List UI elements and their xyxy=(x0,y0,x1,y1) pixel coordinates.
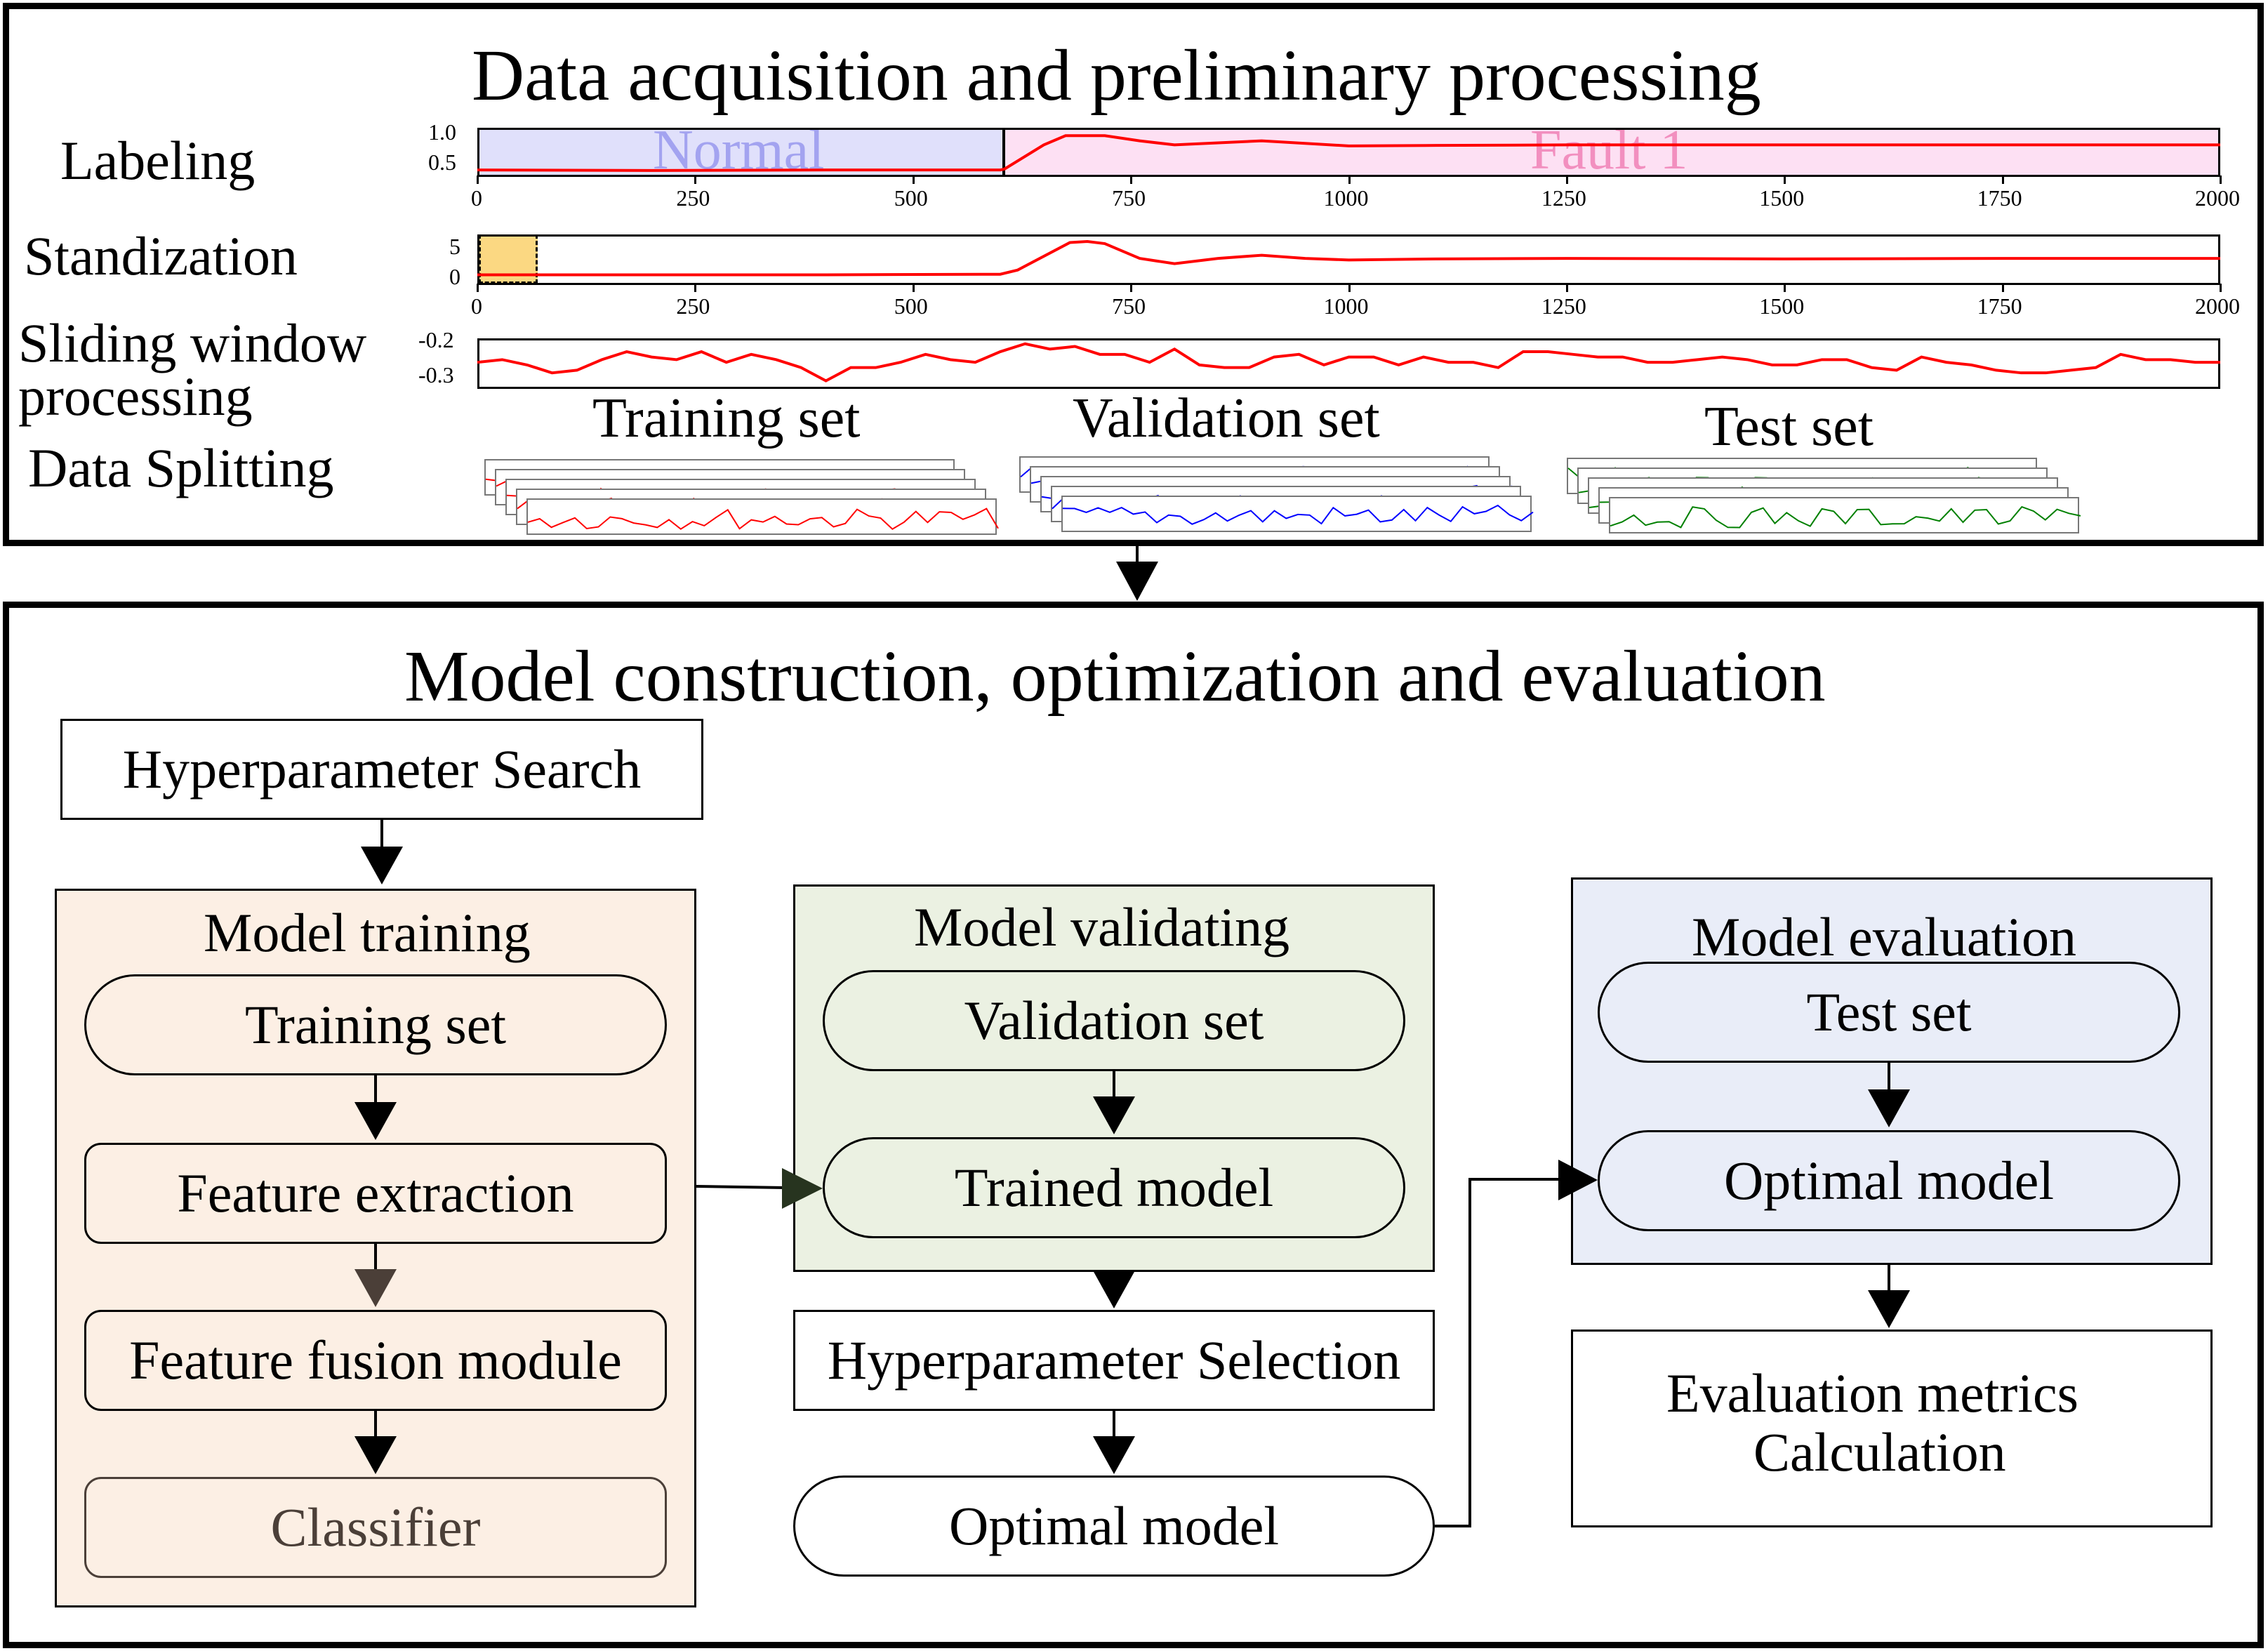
standization-xtick-label: 0 xyxy=(471,293,482,319)
labeling-xtick-mark xyxy=(477,175,479,184)
test-window-curve xyxy=(1610,505,2081,529)
test-set-pill: Test set xyxy=(1598,962,2180,1063)
row-label-sliding-line2: processing xyxy=(18,366,253,427)
training-window xyxy=(526,498,999,535)
model-training-title: Model training xyxy=(204,902,531,963)
standization-xtick-label: 1500 xyxy=(1759,293,1805,319)
top-panel-title: Data acquisition and preliminary process… xyxy=(472,35,1761,116)
validation-window-curve xyxy=(1062,504,1534,525)
feature-fusion-pill: Feature fusion module xyxy=(84,1310,667,1411)
standization-xtick-label: 750 xyxy=(1112,293,1146,319)
row-label-standization: Standization xyxy=(24,225,298,286)
labeling-xtick-mark xyxy=(912,175,915,184)
sliding-ytick-0: -0.3 xyxy=(418,362,454,387)
standization-xtick-label: 1750 xyxy=(1977,293,2022,319)
region-divider xyxy=(1002,128,1005,177)
classifier-pill: Classifier xyxy=(84,1477,667,1578)
model-validating-title: Model validating xyxy=(914,896,1290,957)
evaluation-metrics-box xyxy=(1571,1330,2213,1527)
standization-xtick-label: 500 xyxy=(894,293,928,319)
test-window xyxy=(1609,497,2081,533)
feature-extraction-pill: Feature extraction xyxy=(84,1143,667,1244)
standization-xtick-label: 250 xyxy=(676,293,710,319)
standization-xtick-label: 1250 xyxy=(1541,293,1586,319)
labeling-ytick-0: 0.5 xyxy=(428,150,456,175)
labeling-xtick-mark xyxy=(694,175,697,184)
bottom-panel-title: Model construction, optimization and eva… xyxy=(404,636,1826,717)
metrics-line2: Calculation xyxy=(1753,1421,2006,1483)
labeling-xtick-label: 2000 xyxy=(2195,185,2240,211)
labeling-xtick-mark xyxy=(1348,175,1351,184)
labeling-xtick-label: 0 xyxy=(471,185,482,211)
validation-set-pill: Validation set xyxy=(823,970,1405,1071)
labeling-xtick-label: 1500 xyxy=(1759,185,1805,211)
labeling-xtick-label: 1250 xyxy=(1541,185,1586,211)
hyperparameter-search-box: Hyperparameter Search xyxy=(60,719,703,820)
training-set-label: Training set xyxy=(592,387,861,449)
standization-xtick-mark xyxy=(2220,284,2222,292)
standization-ytick-0: 0 xyxy=(449,264,460,289)
labeling-xtick-mark xyxy=(1784,175,1786,184)
fault-region-label: Fault 1 xyxy=(1530,119,1688,181)
standization-xtick-label: 2000 xyxy=(2195,293,2240,319)
labeling-xtick-label: 1000 xyxy=(1323,185,1369,211)
hyperparameter-selection-box: Hyperparameter Selection xyxy=(793,1310,1435,1411)
sliding-series-line xyxy=(477,342,2220,383)
labeling-xtick-label: 750 xyxy=(1112,185,1146,211)
labeling-xtick-label: 500 xyxy=(894,185,928,211)
labeling-xtick-mark xyxy=(2220,175,2222,184)
metrics-line1: Evaluation metrics xyxy=(1666,1362,2078,1424)
standization-xtick-mark xyxy=(1784,284,1786,292)
standization-xtick-mark xyxy=(477,284,479,292)
trained-model-pill: Trained model xyxy=(823,1137,1405,1238)
data-acquisition-panel xyxy=(3,3,2264,546)
standization-series-line xyxy=(477,240,2220,277)
row-label-data-splitting: Data Splitting xyxy=(28,437,334,498)
labeling-ytick-1: 1.0 xyxy=(428,119,456,145)
optimal-model-pill: Optimal model xyxy=(793,1476,1435,1577)
row-label-labeling: Labeling xyxy=(60,130,256,191)
labeling-xtick-label: 1750 xyxy=(1977,185,2022,211)
labeling-series-line xyxy=(477,134,2220,172)
optimal-model-eval-pill: Optimal model xyxy=(1598,1130,2180,1231)
arrow-search-training xyxy=(361,847,403,884)
validation-set-label: Validation set xyxy=(1073,387,1380,449)
labeling-xtick-mark xyxy=(1130,175,1133,184)
row-label-sliding-line1: Sliding window xyxy=(18,312,367,373)
standization-xtick-mark xyxy=(1130,284,1133,292)
standization-xtick-mark xyxy=(1565,284,1568,292)
standization-xtick-mark xyxy=(1348,284,1351,292)
sliding-ytick-1: -0.2 xyxy=(418,327,454,352)
fault-region xyxy=(1004,128,2220,177)
labeling-xtick-label: 250 xyxy=(676,185,710,211)
model-evaluation-title: Model evaluation xyxy=(1692,906,2077,967)
training-set-pill: Training set xyxy=(84,974,667,1075)
training-window-curve xyxy=(527,508,999,530)
standization-xtick-label: 1000 xyxy=(1323,293,1369,319)
labeling-xtick-mark xyxy=(2001,175,2004,184)
validation-window xyxy=(1061,496,1534,532)
test-set-label: Test set xyxy=(1704,396,1874,458)
standization-xtick-mark xyxy=(2001,284,2004,292)
standization-ytick-5: 5 xyxy=(449,234,460,259)
labeling-xtick-mark xyxy=(1565,175,1568,184)
standization-xtick-mark xyxy=(912,284,915,292)
standization-xtick-mark xyxy=(694,284,697,292)
model-panel xyxy=(3,602,2264,1648)
